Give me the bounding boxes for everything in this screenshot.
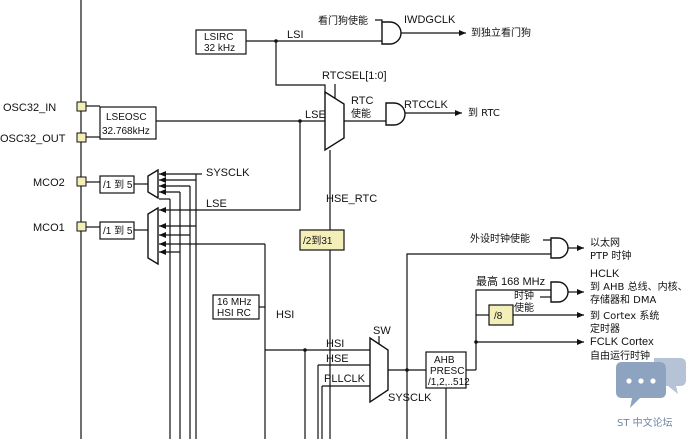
hclk-enable-label-1: 时钟 — [514, 289, 534, 302]
hclk-bus-wire — [475, 289, 551, 370]
sw-mux — [369, 336, 389, 404]
lse-to-mco1-wire — [166, 121, 301, 211]
watermark-text: ST 中文论坛 — [617, 416, 673, 429]
mco1-pin — [76, 221, 87, 232]
lsirc-label: LSIRC — [204, 32, 233, 43]
max-168-label: 最高 168 MHz — [476, 274, 545, 288]
hse-mux-label: HSE — [326, 353, 349, 365]
dest-hclk-2: 存储器和 DMA — [590, 293, 657, 306]
lsirc-block — [195, 29, 247, 55]
mco1-div-label: /1 到 5 — [103, 225, 133, 237]
rtc-mux — [324, 90, 345, 152]
dest-fclk: FCLK Cortex — [590, 336, 654, 348]
dest-hclk: HCLK — [590, 268, 620, 280]
lsi-label: LSI — [287, 29, 304, 41]
rtc-prescaler-block — [299, 229, 345, 251]
lseosc-freq: 32.768kHz — [102, 126, 150, 137]
dest-rtc: 到 RTC — [468, 107, 500, 119]
hclk-enable-label-2: 使能 — [514, 301, 534, 314]
hsi-feed-label: HSI — [276, 309, 294, 321]
hclk-and-gate — [550, 281, 569, 303]
dest-cortex-1: 到 Cortex 系统 — [590, 309, 659, 322]
dest-eth-2: PTP 时钟 — [590, 249, 631, 262]
mco1-label: MCO1 — [33, 222, 65, 234]
ahb-presc-label: PRESC — [430, 366, 464, 377]
lseosc-label: LSEOSC — [106, 112, 147, 123]
dest-fclk-2: 自由运行时钟 — [590, 349, 650, 362]
div8-label: /8 — [494, 311, 503, 322]
lsirc-freq: 32 kHz — [204, 43, 235, 54]
hsirc-label: HSI RC — [217, 308, 251, 319]
ahb-label: AHB — [434, 355, 455, 366]
rtcsel-label: RTCSEL[1:0] — [322, 70, 387, 82]
mco2-mux — [147, 168, 159, 200]
eth-ptp-wire — [406, 253, 551, 370]
mco2-label: MCO2 — [33, 177, 65, 189]
mco1-mux — [147, 206, 159, 266]
hsirc-freq: 16 MHz — [217, 297, 251, 308]
osc32-in-pin — [76, 101, 87, 112]
iwdgclk-label: IWDGCLK — [404, 14, 456, 26]
ahb-div-label: /1,2,..512 — [428, 377, 470, 388]
osc32-in-label: OSC32_IN — [3, 102, 56, 114]
rtc-and-gate — [385, 102, 406, 126]
dest-cortex-2: 定时器 — [590, 322, 620, 335]
sw-label: SW — [373, 325, 391, 337]
dest-hclk-1: 到 AHB 总线、内核、 — [590, 280, 688, 293]
osc32-out-label: OSC32_OUT — [0, 133, 66, 145]
dest-iwdg: 到独立看门狗 — [471, 26, 531, 39]
hsirc-block — [212, 294, 260, 320]
lse-mco-label: LSE — [206, 198, 227, 210]
lseosc-block — [99, 106, 157, 140]
mco2-div-label: /1 到 5 — [103, 179, 133, 191]
osc32-out-pin — [76, 132, 87, 143]
rtc-prescaler-label: /2到31 — [303, 235, 333, 247]
iwdg-and-gate — [381, 21, 402, 45]
wdg-enable-label: 看门狗使能 — [318, 14, 368, 27]
lsi-to-rtc-mux-wire — [275, 41, 326, 95]
periph-enable-wire — [543, 239, 552, 246]
rtc-enable-label-2: 使能 — [351, 107, 371, 120]
lse-label: LSE — [305, 109, 326, 121]
periph-enable-label: 外设时钟使能 — [470, 232, 530, 245]
pllclk-label: PLLCLK — [324, 373, 366, 385]
sysclk-ahb-label: SYSCLK — [388, 392, 432, 404]
dest-eth-1: 以太网 — [590, 236, 620, 249]
rtc-enable-label-1: RTC — [351, 95, 373, 107]
hse-rtc-label: HSE_RTC — [326, 193, 377, 205]
mco2-pin — [76, 176, 87, 187]
mco2-sysclk-label: SYSCLK — [206, 167, 250, 179]
rtcclk-label: RTCCLK — [404, 99, 448, 111]
hsi-mux-label: HSI — [326, 338, 344, 350]
forum-watermark-logo — [616, 358, 686, 408]
eth-and-gate — [550, 237, 569, 259]
wdg-enable-wire — [375, 19, 383, 28]
